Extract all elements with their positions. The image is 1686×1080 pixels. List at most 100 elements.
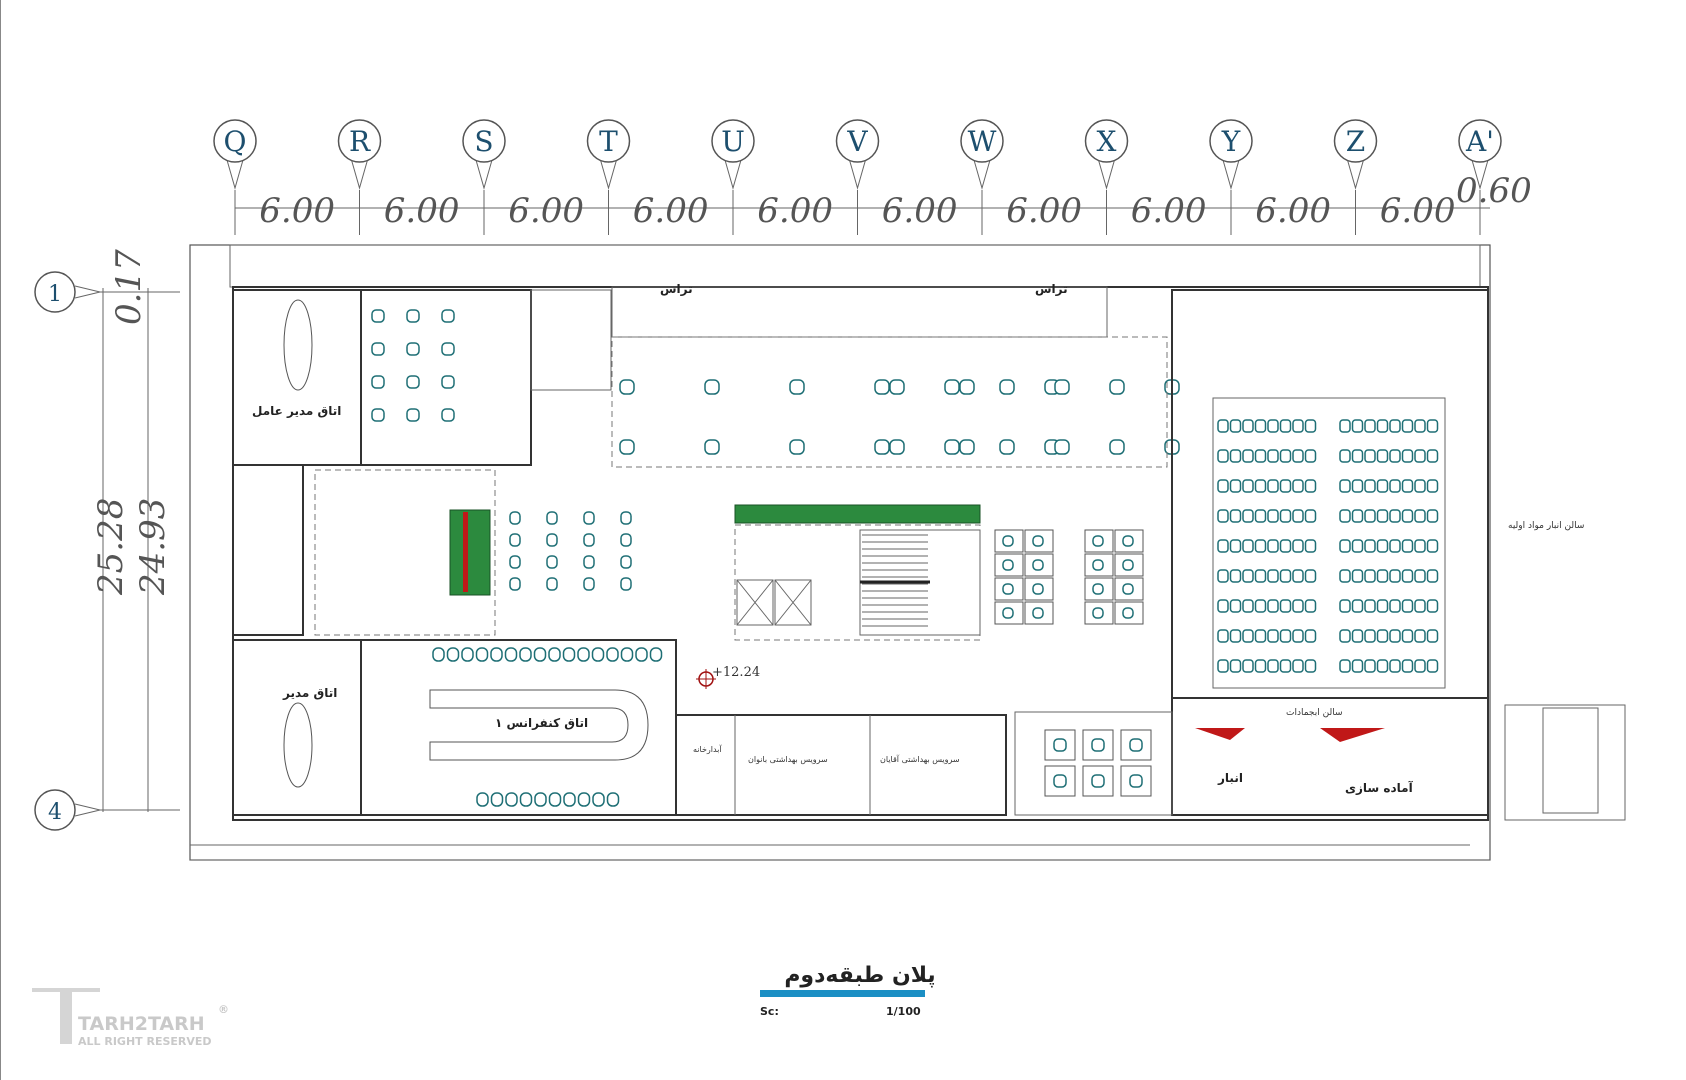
column-dimension: 6.00	[1006, 191, 1082, 231]
ceo-office-label: اتاق مدیر عامل	[252, 404, 341, 418]
grid-column-label: V	[846, 125, 868, 158]
chair	[1339, 569, 1351, 583]
column-dimension: 6.00	[259, 191, 335, 231]
chair	[1304, 569, 1317, 583]
chair	[1229, 449, 1242, 463]
chair	[1376, 419, 1389, 433]
chair	[371, 375, 385, 389]
chair	[1304, 479, 1317, 493]
chair	[1426, 449, 1439, 463]
grid-column-label: Q	[224, 125, 247, 158]
chair	[1426, 479, 1439, 493]
column-dimension: 6.00	[757, 191, 833, 231]
chair	[789, 379, 805, 395]
chair	[577, 647, 590, 662]
chair	[1339, 629, 1351, 643]
grid-row-1: 1	[34, 271, 180, 313]
chair	[1092, 607, 1104, 619]
open-office-chairs	[371, 309, 1180, 591]
chair	[371, 342, 385, 356]
chair	[999, 379, 1015, 395]
chair	[1217, 599, 1229, 613]
column-dimension: 6.00	[633, 191, 709, 231]
terrace-left-label: تراس	[660, 282, 693, 296]
svg-text:®: ®	[218, 1003, 229, 1016]
chair	[577, 792, 591, 807]
terrace-right-label: تراس	[1035, 282, 1068, 296]
chair	[406, 408, 420, 422]
chair	[620, 577, 632, 591]
exterior-stair	[1504, 704, 1626, 821]
chair	[1032, 559, 1044, 571]
chair	[1229, 569, 1242, 583]
svg-text:4: 4	[48, 800, 62, 825]
chair	[635, 647, 648, 662]
chair	[1414, 479, 1426, 493]
chair	[1279, 599, 1292, 613]
chair	[1267, 659, 1279, 673]
chair	[546, 555, 558, 569]
chair	[406, 342, 420, 356]
chair	[1414, 539, 1426, 553]
chair	[1376, 509, 1389, 523]
grid-column-T: T	[586, 119, 631, 235]
chair	[1351, 569, 1364, 583]
chair	[1054, 439, 1070, 455]
chair	[1364, 479, 1376, 493]
chair	[1254, 419, 1267, 433]
chair	[1389, 479, 1401, 493]
chair	[1304, 659, 1317, 673]
chair	[1053, 738, 1067, 752]
chair	[1364, 419, 1376, 433]
chair	[1122, 607, 1134, 619]
planter-strip	[449, 504, 981, 596]
chair	[704, 379, 720, 395]
svg-text:TARH2TARH: TARH2TARH	[78, 1013, 205, 1035]
chair	[406, 309, 420, 323]
conference-chairs-bottom	[476, 792, 620, 807]
chair	[1364, 599, 1376, 613]
preparation-label: آماده سازی	[1345, 780, 1414, 795]
grid-column-label: W	[968, 125, 997, 158]
chair	[999, 439, 1015, 455]
chair	[1092, 535, 1104, 547]
chair	[1401, 599, 1414, 613]
chair	[509, 533, 521, 547]
chair	[1389, 539, 1401, 553]
chair	[1279, 539, 1292, 553]
chair	[1054, 379, 1070, 395]
grid-column-label: A'	[1465, 125, 1494, 158]
chair	[1217, 659, 1229, 673]
chair	[1279, 449, 1292, 463]
column-dimension: 6.00	[1255, 191, 1331, 231]
chair	[1091, 738, 1105, 752]
chair	[1032, 583, 1044, 595]
chair	[1217, 539, 1229, 553]
chair	[649, 647, 663, 662]
chair	[1351, 509, 1364, 523]
chair	[1002, 559, 1014, 571]
chair	[461, 647, 474, 662]
chair	[509, 511, 521, 525]
chair	[620, 511, 632, 525]
chair	[1376, 659, 1389, 673]
grid-column-U: U	[711, 119, 755, 235]
chair	[1351, 659, 1364, 673]
chair	[1364, 629, 1376, 643]
chair	[1254, 629, 1267, 643]
chair	[1389, 629, 1401, 643]
chair	[1217, 419, 1229, 433]
storage-label: انبار	[1217, 771, 1243, 785]
outer-vertical-dimension: 25.28	[91, 498, 131, 596]
chair	[1426, 569, 1439, 583]
chair	[1414, 509, 1426, 523]
chair	[519, 792, 533, 807]
grid-column-W: W	[960, 119, 1004, 235]
chair	[606, 647, 619, 662]
workstation-clusters	[994, 529, 1152, 797]
chair	[548, 792, 562, 807]
chair	[704, 439, 720, 455]
wc-men-label: سرویس بهداشتی آقایان	[880, 754, 960, 764]
conference-room-label: اتاق کنفرانس ۱	[495, 716, 588, 730]
